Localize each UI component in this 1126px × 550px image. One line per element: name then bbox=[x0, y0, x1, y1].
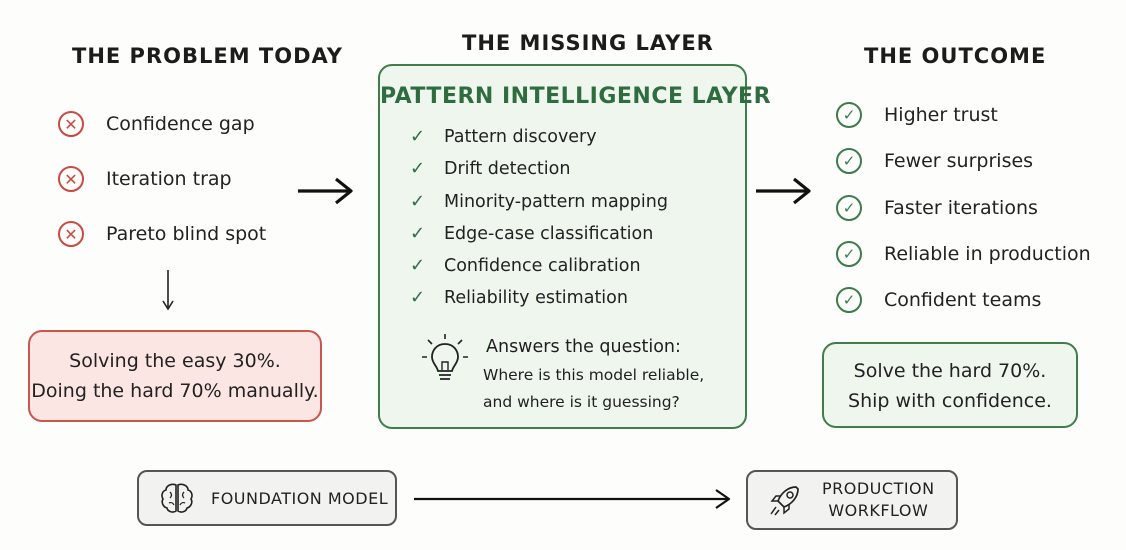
check-icon: ✓ bbox=[410, 223, 426, 244]
layer-title: PATTERN INTELLIGENCE LAYER bbox=[380, 84, 772, 109]
pattern-intelligence-layer-box: PATTERN INTELLIGENCE LAYER bbox=[378, 64, 772, 429]
problem-item: ✕ Pareto blind spot bbox=[58, 221, 266, 247]
outcome-item-label: Fewer surprises bbox=[884, 150, 1034, 172]
layer-capability-item: ✓ Reliability estimation bbox=[410, 287, 628, 308]
check-icon: ✓ bbox=[410, 191, 426, 212]
outcome-item-label: Higher trust bbox=[884, 104, 998, 126]
layer-capability-item: ✓ Pattern discovery bbox=[410, 126, 597, 147]
missing-layer-heading: THE MISSING LAYER bbox=[462, 31, 714, 55]
layer-capability-item: ✓ Drift detection bbox=[410, 158, 570, 179]
x-circle-icon: ✕ bbox=[58, 221, 84, 247]
outcome-item-label: Faster iterations bbox=[884, 197, 1038, 219]
check-circle-icon: ✓ bbox=[836, 102, 862, 128]
down-arrow-icon bbox=[162, 270, 174, 311]
problem-item: ✕ Iteration trap bbox=[58, 166, 232, 192]
problem-item-label: Iteration trap bbox=[106, 168, 232, 190]
production-label-line2: WORKFLOW bbox=[828, 501, 929, 520]
check-circle-icon: ✓ bbox=[836, 195, 862, 221]
question-line2: and where is it guessing? bbox=[483, 393, 680, 411]
check-icon: ✓ bbox=[410, 126, 426, 147]
outcome-item: ✓ Faster iterations bbox=[836, 195, 1038, 221]
x-circle-icon: ✕ bbox=[58, 166, 84, 192]
check-icon: ✓ bbox=[410, 255, 426, 276]
outcome-item: ✓ Fewer surprises bbox=[836, 148, 1033, 174]
layer-capability-label: Reliability estimation bbox=[444, 287, 628, 308]
problem-summary-line1: Solving the easy 30%. bbox=[69, 350, 281, 372]
layer-capability-label: Drift detection bbox=[444, 158, 571, 179]
right-arrow-icon bbox=[756, 177, 811, 205]
outcome-item-label: Confident teams bbox=[884, 289, 1042, 311]
production-workflow-box: PRODUCTION WORKFLOW bbox=[746, 470, 958, 530]
production-label-line1: PRODUCTION bbox=[822, 479, 935, 498]
outcome-item: ✓ Reliable in production bbox=[836, 241, 1091, 267]
outcome-item: ✓ Confident teams bbox=[836, 287, 1041, 313]
long-right-arrow-icon bbox=[414, 489, 731, 509]
check-circle-icon: ✓ bbox=[836, 148, 862, 174]
check-icon: ✓ bbox=[410, 287, 426, 308]
check-icon: ✓ bbox=[410, 158, 426, 179]
problem-heading: THE PROBLEM TODAY bbox=[72, 44, 343, 68]
rocket-icon bbox=[770, 486, 799, 516]
problem-item-label: Pareto blind spot bbox=[106, 223, 267, 245]
layer-capability-label: Edge-case classification bbox=[444, 223, 654, 244]
layer-capability-label: Minority-pattern mapping bbox=[444, 191, 668, 212]
brain-icon bbox=[161, 483, 193, 513]
question-intro: Answers the question: bbox=[486, 337, 681, 357]
outcome-summary-box: Solve the hard 70%. Ship with confidence… bbox=[822, 342, 1078, 428]
problem-item: ✕ Confidence gap bbox=[58, 111, 255, 137]
outcome-summary-line2: Ship with confidence. bbox=[848, 390, 1052, 412]
outcome-summary-line1: Solve the hard 70%. bbox=[853, 360, 1047, 382]
right-arrow-icon bbox=[298, 177, 353, 205]
lightbulb-icon bbox=[422, 334, 468, 380]
layer-capability-item: ✓ Minority-pattern mapping bbox=[410, 191, 668, 212]
check-circle-icon: ✓ bbox=[836, 241, 862, 267]
problem-item-label: Confidence gap bbox=[106, 113, 255, 135]
outcome-item: ✓ Higher trust bbox=[836, 102, 998, 128]
outcome-heading: THE OUTCOME bbox=[864, 44, 1047, 68]
foundation-model-box: FOUNDATION MODEL bbox=[137, 470, 397, 526]
foundation-model-label: FOUNDATION MODEL bbox=[211, 488, 389, 508]
outcome-item-label: Reliable in production bbox=[884, 243, 1091, 265]
production-workflow-label: PRODUCTION WORKFLOW bbox=[822, 478, 935, 522]
question-line1: Where is this model reliable, bbox=[483, 366, 705, 384]
layer-capability-item: ✓ Edge-case classification bbox=[410, 223, 653, 244]
x-circle-icon: ✕ bbox=[58, 111, 84, 137]
problem-summary-box: Solving the easy 30%. Doing the hard 70%… bbox=[28, 330, 322, 422]
layer-capability-label: Confidence calibration bbox=[444, 255, 641, 276]
problem-summary-line2: Doing the hard 70% manually. bbox=[31, 380, 319, 402]
layer-capability-label: Pattern discovery bbox=[444, 126, 597, 147]
check-circle-icon: ✓ bbox=[836, 287, 862, 313]
layer-capability-item: ✓ Confidence calibration bbox=[410, 255, 641, 276]
